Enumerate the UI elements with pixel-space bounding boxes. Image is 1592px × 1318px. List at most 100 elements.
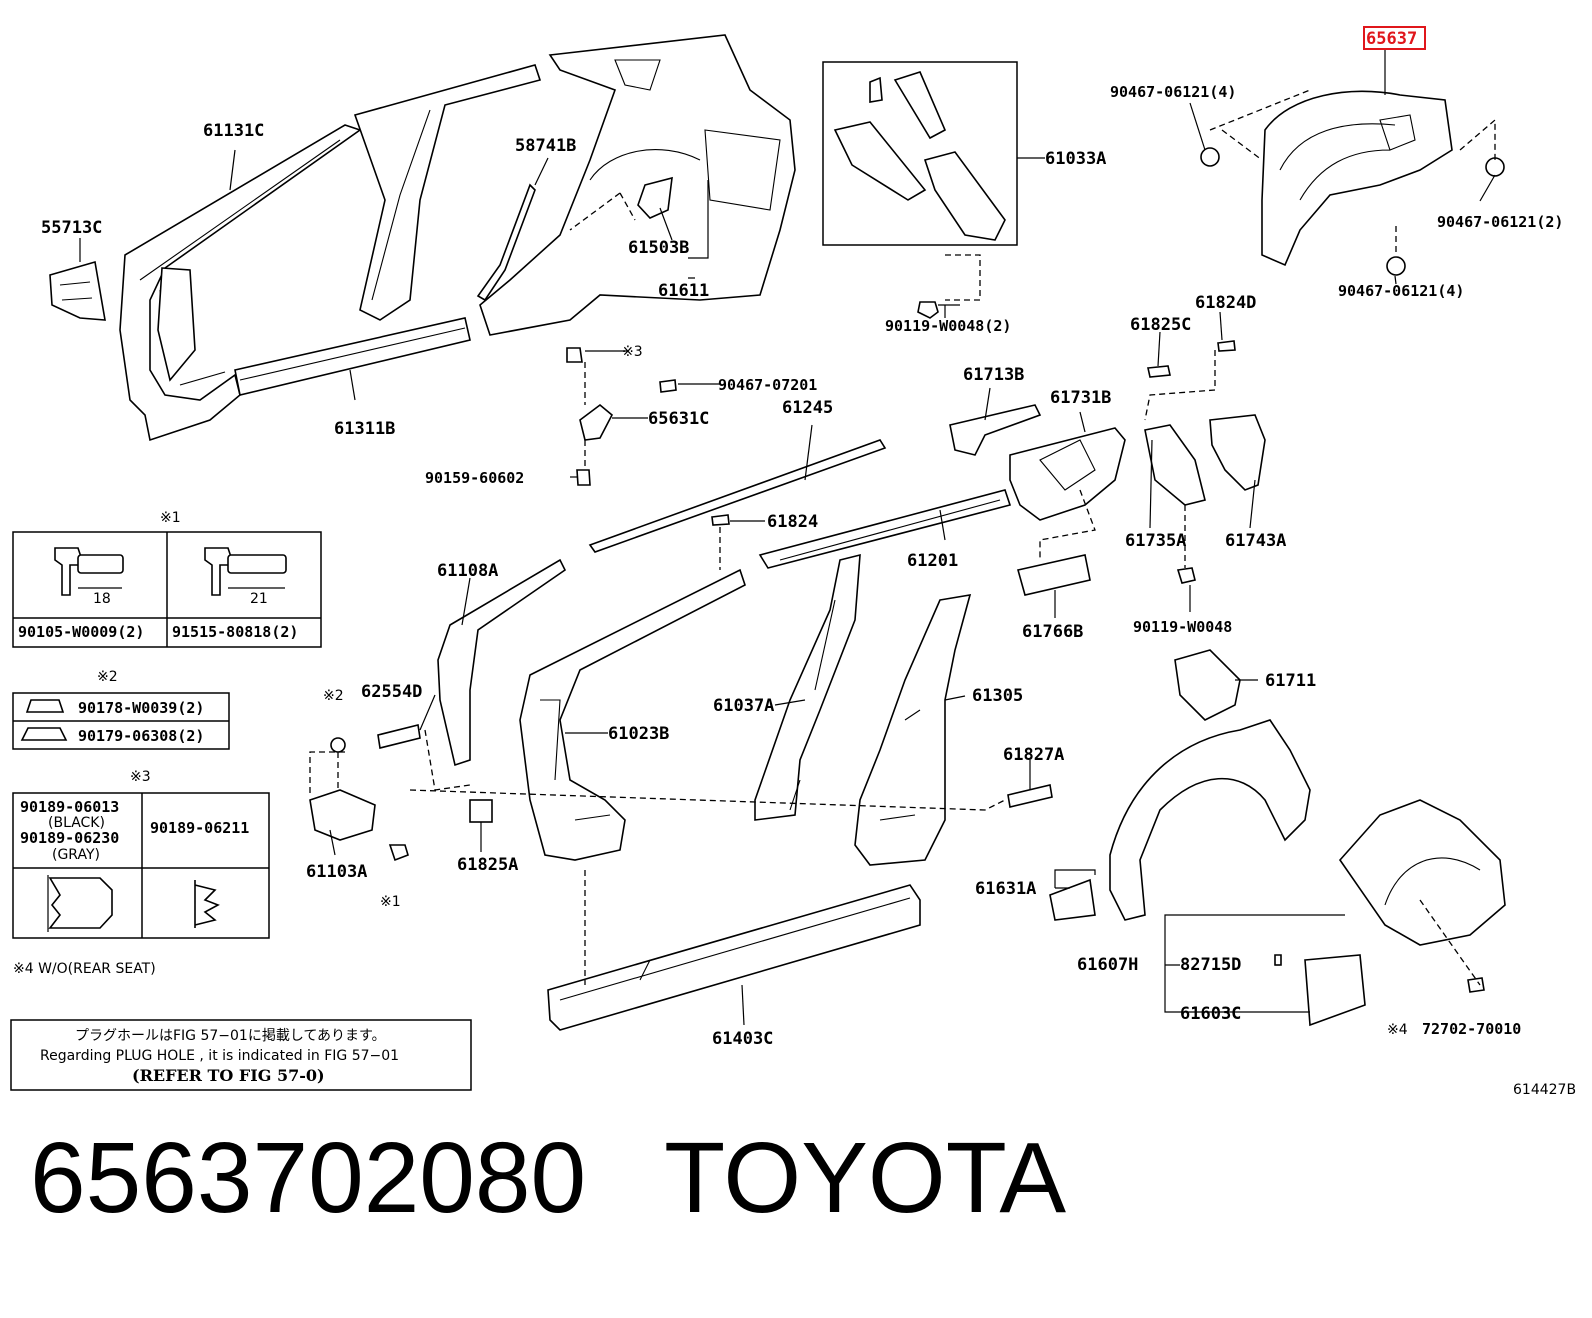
label-61713b: 61713B bbox=[963, 365, 1024, 385]
label-61033a: 61033A bbox=[1045, 149, 1106, 169]
legend-3-part-a1: 90189-06013 bbox=[20, 798, 119, 816]
legend-3-part-a2: 90189-06230 bbox=[20, 829, 119, 847]
label-61766b: 61766B bbox=[1022, 622, 1083, 642]
footnote-4: ※4 W/O(REAR SEAT) bbox=[13, 961, 156, 977]
leader-lines bbox=[79, 50, 1496, 1026]
caption-part-number: 6563702080 bbox=[30, 1122, 587, 1234]
bracket-61103a bbox=[309, 789, 376, 841]
legend-2-part-a: 90178-W0039(2) bbox=[78, 699, 204, 717]
screw-90467-07201 bbox=[659, 379, 677, 393]
label-90467-06121-4a: 90467-06121(4) bbox=[1110, 83, 1236, 101]
pad-61824d bbox=[1217, 340, 1236, 352]
nut-90467-06121-a bbox=[1200, 147, 1220, 167]
pin-82715d bbox=[1274, 954, 1282, 966]
label-61311b: 61311B bbox=[334, 419, 395, 439]
legend-1-title: ※1 bbox=[160, 510, 181, 526]
label-90119-w0048: 90119-W0048 bbox=[1133, 618, 1232, 636]
legend-1-dim-a: 18 bbox=[93, 591, 111, 607]
wheelhouse-outer-61607h bbox=[1338, 799, 1506, 946]
rocker-inner-61403c bbox=[547, 884, 921, 1031]
bracket-61713b bbox=[949, 404, 1042, 456]
label-61825c: 61825C bbox=[1130, 315, 1191, 335]
legend-1-part-b: 91515-80818(2) bbox=[172, 623, 298, 641]
roof-rail-inner-61201 bbox=[758, 489, 1012, 569]
nut-90467-06121-b bbox=[1485, 157, 1505, 177]
diagram-code: 614427B bbox=[1513, 1082, 1576, 1098]
bolt-90119-w0048-2 bbox=[917, 301, 960, 319]
legend-1-dim-b: 21 bbox=[250, 591, 268, 607]
bracket-61503b bbox=[637, 176, 673, 219]
label-61603c: 61603C bbox=[1180, 1004, 1241, 1024]
legend-2-title: ※2 bbox=[97, 669, 118, 685]
label-61201: 61201 bbox=[907, 551, 958, 571]
legend-3-part-b: 90189-06211 bbox=[150, 819, 249, 837]
highlighted-part[interactable]: 65637 bbox=[1363, 26, 1426, 50]
label-82715d: 82715D bbox=[1180, 955, 1241, 975]
part-labels: 61131C 55713C 61311B 58741B 61503B 61611… bbox=[41, 83, 1563, 1049]
legend-2: ※2 90178-W0039(2) 90179-06308(2) bbox=[12, 669, 230, 750]
roof-rail-61245 bbox=[588, 439, 887, 553]
label-65637: 65637 bbox=[1366, 29, 1417, 49]
b-pillar-outer bbox=[353, 64, 542, 321]
label-61131c: 61131C bbox=[203, 121, 264, 141]
label-61607h: 61607H bbox=[1077, 955, 1138, 975]
wheelhouse-61631a bbox=[1049, 719, 1311, 921]
legend-1: ※1 18 21 90105-W0009(2) 91515-80818(2) bbox=[12, 510, 322, 648]
body-side-outer-front bbox=[119, 124, 362, 442]
pad-61825c bbox=[1147, 365, 1171, 378]
label-65631c: 65631C bbox=[648, 409, 709, 429]
marker-x1-bolt: ※1 bbox=[380, 894, 401, 910]
legend-3: ※3 90189-06013 (BLACK) 90189-06230 (GRAY… bbox=[12, 769, 270, 939]
label-61827a: 61827A bbox=[1003, 745, 1064, 765]
label-61305: 61305 bbox=[972, 686, 1023, 706]
weatherstrip-58741b bbox=[476, 183, 536, 302]
legend-3-title: ※3 bbox=[130, 769, 151, 785]
label-61631a: 61631A bbox=[975, 879, 1036, 899]
nut-90467-06121-c bbox=[1386, 256, 1406, 276]
label-90159-60602: 90159-60602 bbox=[425, 469, 524, 487]
label-61824d: 61824D bbox=[1195, 293, 1256, 313]
bracket-61603c bbox=[1304, 954, 1366, 1027]
label-62554d: 62554D bbox=[361, 682, 422, 702]
bracket-61766b bbox=[1017, 554, 1091, 596]
caption-brand: TOYOTA bbox=[664, 1122, 1067, 1234]
bolt-72702-70010 bbox=[1467, 977, 1485, 993]
label-90467-07201: 90467-07201 bbox=[718, 376, 817, 394]
dashed-lines bbox=[309, 89, 1496, 986]
label-61824: 61824 bbox=[767, 512, 818, 532]
plug-hole-note: プラグホールはFIG 57−01に掲載してあります。 Regarding PLU… bbox=[10, 1019, 472, 1091]
label-72702-70010: 72702-70010 bbox=[1422, 1020, 1521, 1038]
rocker-panel-61311b bbox=[234, 317, 471, 396]
marker-x3-clip: ※3 bbox=[622, 344, 643, 360]
legend-3-color-a2: (GRAY) bbox=[52, 847, 100, 863]
clip-65631c bbox=[579, 403, 614, 441]
label-61108a: 61108A bbox=[437, 561, 498, 581]
label-61735a: 61735A bbox=[1125, 531, 1186, 551]
label-61503b: 61503B bbox=[628, 238, 689, 258]
nut-x2 bbox=[330, 737, 346, 753]
plug-note-en: Regarding PLUG HOLE , it is indicated in… bbox=[40, 1048, 399, 1064]
label-58741b: 58741B bbox=[515, 136, 576, 156]
pad-62554d bbox=[377, 724, 421, 749]
pad-61827a bbox=[1007, 784, 1053, 808]
label-90467-06121-4b: 90467-06121(4) bbox=[1338, 282, 1464, 300]
front-pillar-55713c bbox=[49, 260, 106, 321]
label-61103a: 61103A bbox=[306, 862, 367, 882]
legend-2-part-b: 90179-06308(2) bbox=[78, 727, 204, 745]
clip-x3 bbox=[566, 347, 583, 363]
plug-note-jp: プラグホールはFIG 57−01に掲載してあります。 bbox=[75, 1028, 386, 1044]
label-61743a: 61743A bbox=[1225, 531, 1286, 551]
center-pillar-inner-61023b bbox=[519, 568, 746, 861]
quarter-inner-61305 bbox=[854, 594, 972, 866]
label-61825a: 61825A bbox=[457, 855, 518, 875]
legend-1-part-a: 90105-W0009(2) bbox=[18, 623, 144, 641]
pillar-reinforcement-61037a bbox=[754, 553, 861, 821]
legend-3-color-a1: (BLACK) bbox=[48, 815, 105, 831]
reinforcement-61743a bbox=[1209, 414, 1266, 491]
marker-x4: ※4 bbox=[1387, 1022, 1408, 1038]
label-55713c: 55713C bbox=[41, 218, 102, 238]
label-90119-w0048-2: 90119-W0048(2) bbox=[885, 317, 1011, 335]
